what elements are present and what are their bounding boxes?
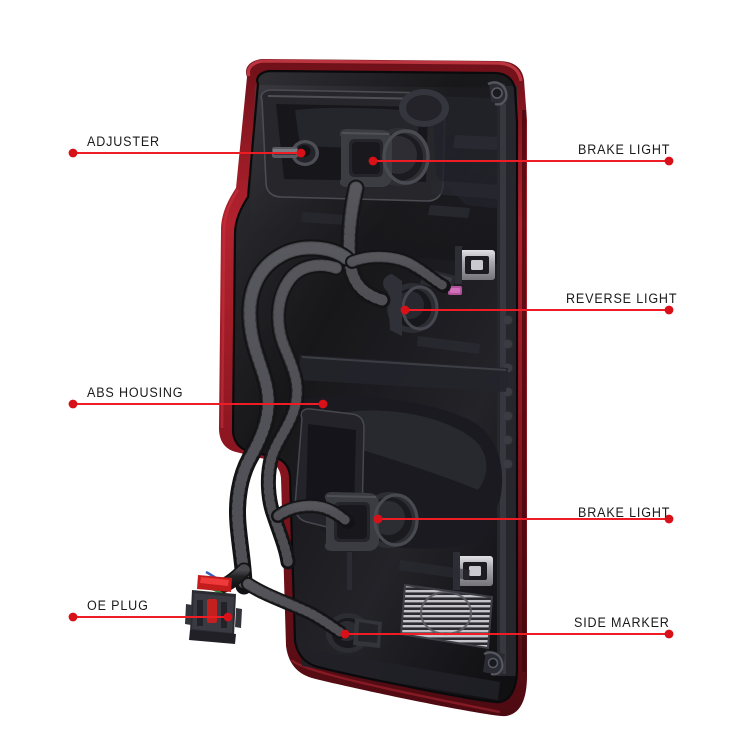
callout-target-dot-brake-light-upper <box>368 156 378 166</box>
callout-label-adjuster: ADJUSTER <box>87 134 160 149</box>
bottom-corner-clip <box>483 650 505 676</box>
mid-ledge-highlight <box>301 356 507 371</box>
callout-target-dot-reverse-light <box>400 305 410 315</box>
callout-endpoint-dot-brake-light-lower <box>664 514 674 524</box>
red-bezel-highlight-bottom <box>291 659 501 714</box>
callout-endpoint-dot-abs-housing <box>68 399 78 409</box>
callout-endpoint-dot-reverse-light <box>664 305 674 315</box>
oe-plug-connector <box>185 575 242 644</box>
callout-target-dot-adjuster <box>296 148 306 158</box>
wiring-harness <box>185 179 451 644</box>
callout-endpoint-dot-brake-light-upper <box>664 156 674 166</box>
callout-endpoint-dot-adjuster <box>68 148 78 158</box>
callout-target-dot-side-marker <box>340 629 350 639</box>
mid-ledge <box>298 355 508 392</box>
callout-label-brake-light-upper: BRAKE LIGHT <box>578 142 671 157</box>
callout-target-dot-abs-housing <box>318 399 328 409</box>
corner-mount-clip <box>487 81 508 106</box>
upper-vent-ridge <box>453 135 500 150</box>
callout-label-abs-housing: ABS HOUSING <box>87 385 184 400</box>
callout-abs-housing <box>68 399 328 409</box>
housing-inner-outline <box>231 69 519 704</box>
callout-label-reverse-light: REVERSE LIGHT <box>566 291 678 306</box>
rib-a <box>428 205 470 218</box>
callout-adjuster <box>68 148 306 158</box>
tail-light-body <box>219 59 527 717</box>
lower-bowl-sheen <box>330 410 487 490</box>
callout-label-side-marker: SIDE MARKER <box>574 615 670 630</box>
callout-lines-layer <box>68 148 674 639</box>
callout-label-oe-plug: OE PLUG <box>87 598 149 613</box>
upper-ridge-2 <box>430 180 510 200</box>
red-bezel-highlight <box>246 59 523 82</box>
rib-d <box>399 560 470 580</box>
callout-brake-light-upper <box>368 156 674 166</box>
brake-light-socket-upper <box>339 128 430 187</box>
mid-chrome-clip <box>455 246 495 284</box>
callout-endpoint-dot-oe-plug <box>68 612 78 622</box>
callout-reverse-light <box>400 305 674 315</box>
callout-oe-plug <box>68 612 233 622</box>
callout-target-dot-oe-plug <box>223 612 233 622</box>
callout-label-brake-light-lower: BRAKE LIGHT <box>578 505 671 520</box>
upper-chamber-wall <box>432 96 513 210</box>
callout-side-marker <box>340 629 674 639</box>
callout-brake-light-lower <box>373 514 674 524</box>
rib-c <box>417 336 480 354</box>
bottom-ledge <box>300 648 500 700</box>
red-bezel-highlight-left <box>220 189 240 429</box>
callout-target-dot-brake-light-lower <box>373 514 383 524</box>
reverse-light-socket <box>383 274 439 336</box>
callout-endpoint-dot-side-marker <box>664 629 674 639</box>
